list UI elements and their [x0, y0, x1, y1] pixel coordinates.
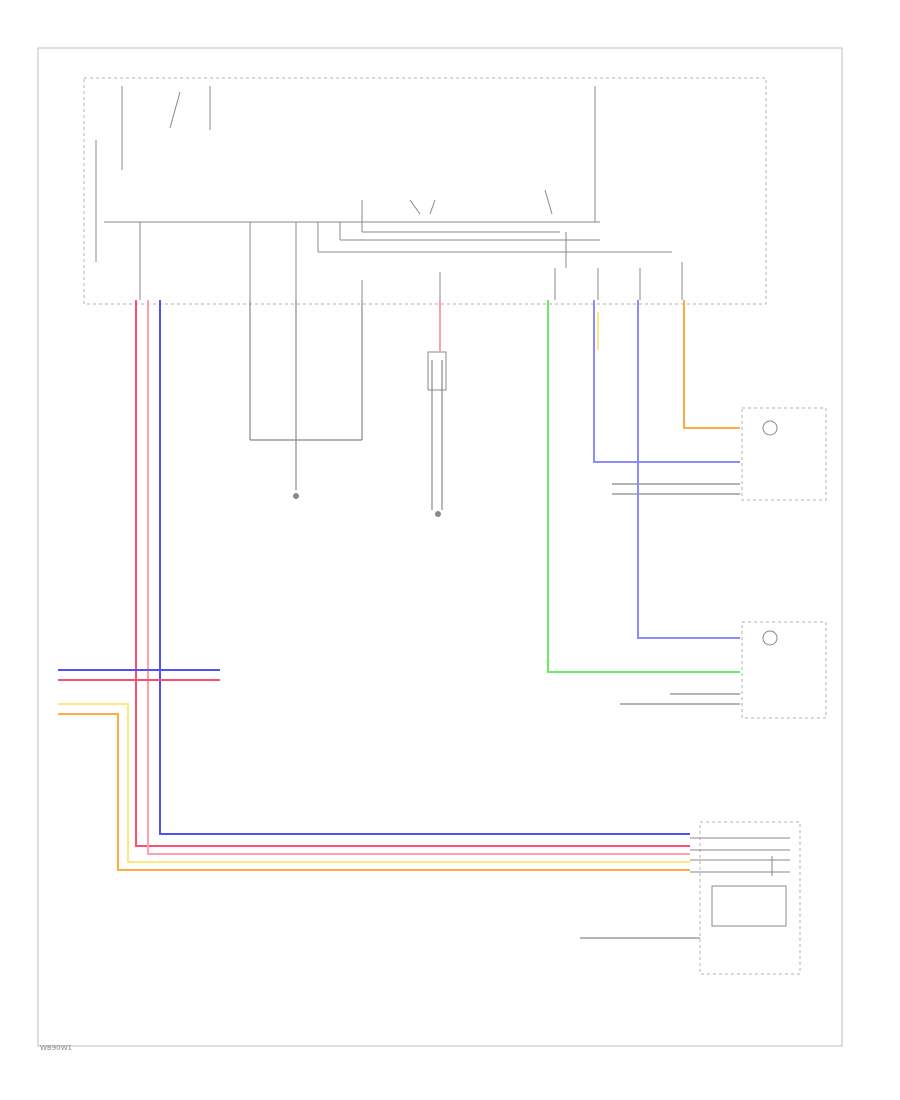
module-internal-circuits — [95, 86, 683, 300]
left-front-component-box — [741, 621, 827, 719]
wire-red-left — [135, 300, 690, 847]
wire-yellow — [58, 703, 690, 863]
indicator-lamp-left-top — [762, 630, 778, 646]
wire-light-blue-right — [593, 300, 740, 463]
wire-orange-lower — [58, 713, 690, 871]
wire-orange-right — [683, 300, 740, 429]
ground-point-center — [435, 511, 441, 517]
colored-wires — [58, 300, 740, 871]
wire-green — [547, 300, 740, 673]
wire-light-blue-left — [637, 300, 740, 639]
diagram-frame — [37, 47, 843, 1047]
indicator-lamp-right-top — [762, 420, 778, 436]
footer-code: WB90W1 — [40, 1044, 72, 1052]
gauge-display-box — [711, 885, 787, 927]
wire-blue-main — [159, 300, 690, 835]
wire-pink — [147, 300, 690, 855]
right-front-component-box — [741, 407, 827, 501]
ground-circuit-wires — [249, 300, 740, 939]
control-module-box — [83, 77, 767, 305]
ground-point-left — [293, 493, 299, 499]
gauge-internal-circuits — [690, 837, 790, 876]
gauge-module-box — [699, 821, 801, 975]
resistor-component — [427, 351, 447, 391]
